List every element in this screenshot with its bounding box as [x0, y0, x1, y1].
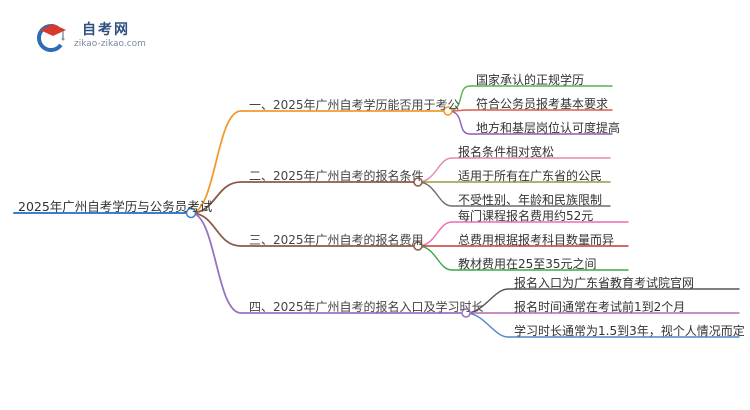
leaf-2-1-label[interactable]: 报名条件相对宽松: [458, 145, 555, 159]
branch-4-label[interactable]: 四、2025年广州自考的报名入口及学习时长: [249, 300, 484, 314]
leaf-4-3-label[interactable]: 学习时长通常为1.5到3年，视个人情况而定: [514, 324, 745, 338]
branch-2-label[interactable]: 二、2025年广州自考的报名条件: [249, 169, 424, 183]
logo-name: 自考网: [82, 22, 130, 38]
root-node-label[interactable]: 2025年广州自考学历与公务员考试: [18, 199, 213, 214]
leaf-3-3-label[interactable]: 教材费用在25至35元之间: [458, 257, 597, 271]
branch-2-collapse-toggle[interactable]: [413, 177, 423, 187]
leaf-2-3-label[interactable]: 不受性别、年龄和民族限制: [458, 193, 603, 207]
branch-3-collapse-toggle[interactable]: [413, 241, 423, 251]
site-logo[interactable]: 自考网 zikao-zikao.com: [34, 18, 164, 52]
branch-4-collapse-toggle[interactable]: [461, 308, 471, 318]
leaf-4-1-connector: [465, 288, 740, 314]
leaf-3-1-connector: [417, 221, 629, 247]
leaf-1-2-label[interactable]: 符合公务员报考基本要求: [476, 97, 609, 111]
leaf-3-3-connector: [417, 245, 629, 271]
leaf-2-2-label[interactable]: 适用于所有在广东省的公民: [458, 169, 603, 183]
branch-4-connector: [190, 212, 467, 314]
leaf-3-2-label[interactable]: 总费用根据报考科目数量而异: [458, 233, 615, 247]
leaf-3-1-label[interactable]: 每门课程报名费用约52元: [458, 209, 594, 223]
graduation-cap-logo-icon: [37, 24, 66, 52]
leaf-2-1-connector: [417, 157, 611, 183]
branch-1-collapse-toggle[interactable]: [443, 106, 453, 116]
logo-url: zikao-zikao.com: [74, 39, 146, 49]
branch-3-connector: [190, 212, 419, 247]
leaf-4-2-label[interactable]: 报名时间通常在考试前1到2个月: [514, 300, 686, 314]
leaf-1-3-label[interactable]: 地方和基层岗位认可度提高: [476, 121, 621, 135]
branch-2-connector: [190, 181, 419, 214]
branch-1-connector: [190, 110, 449, 214]
root-collapse-toggle[interactable]: [185, 207, 197, 219]
leaf-4-1-label[interactable]: 报名入口为广东省教育考试院官网: [514, 276, 695, 290]
leaf-2-3-connector: [417, 181, 611, 207]
leaf-1-1-label[interactable]: 国家承认的正规学历: [476, 73, 585, 87]
branch-1-label[interactable]: 一、2025年广州自考学历能否用于考公: [249, 98, 460, 112]
leaf-4-3-connector: [465, 312, 740, 338]
branch-3-label[interactable]: 三、2025年广州自考的报名费用: [249, 233, 424, 247]
